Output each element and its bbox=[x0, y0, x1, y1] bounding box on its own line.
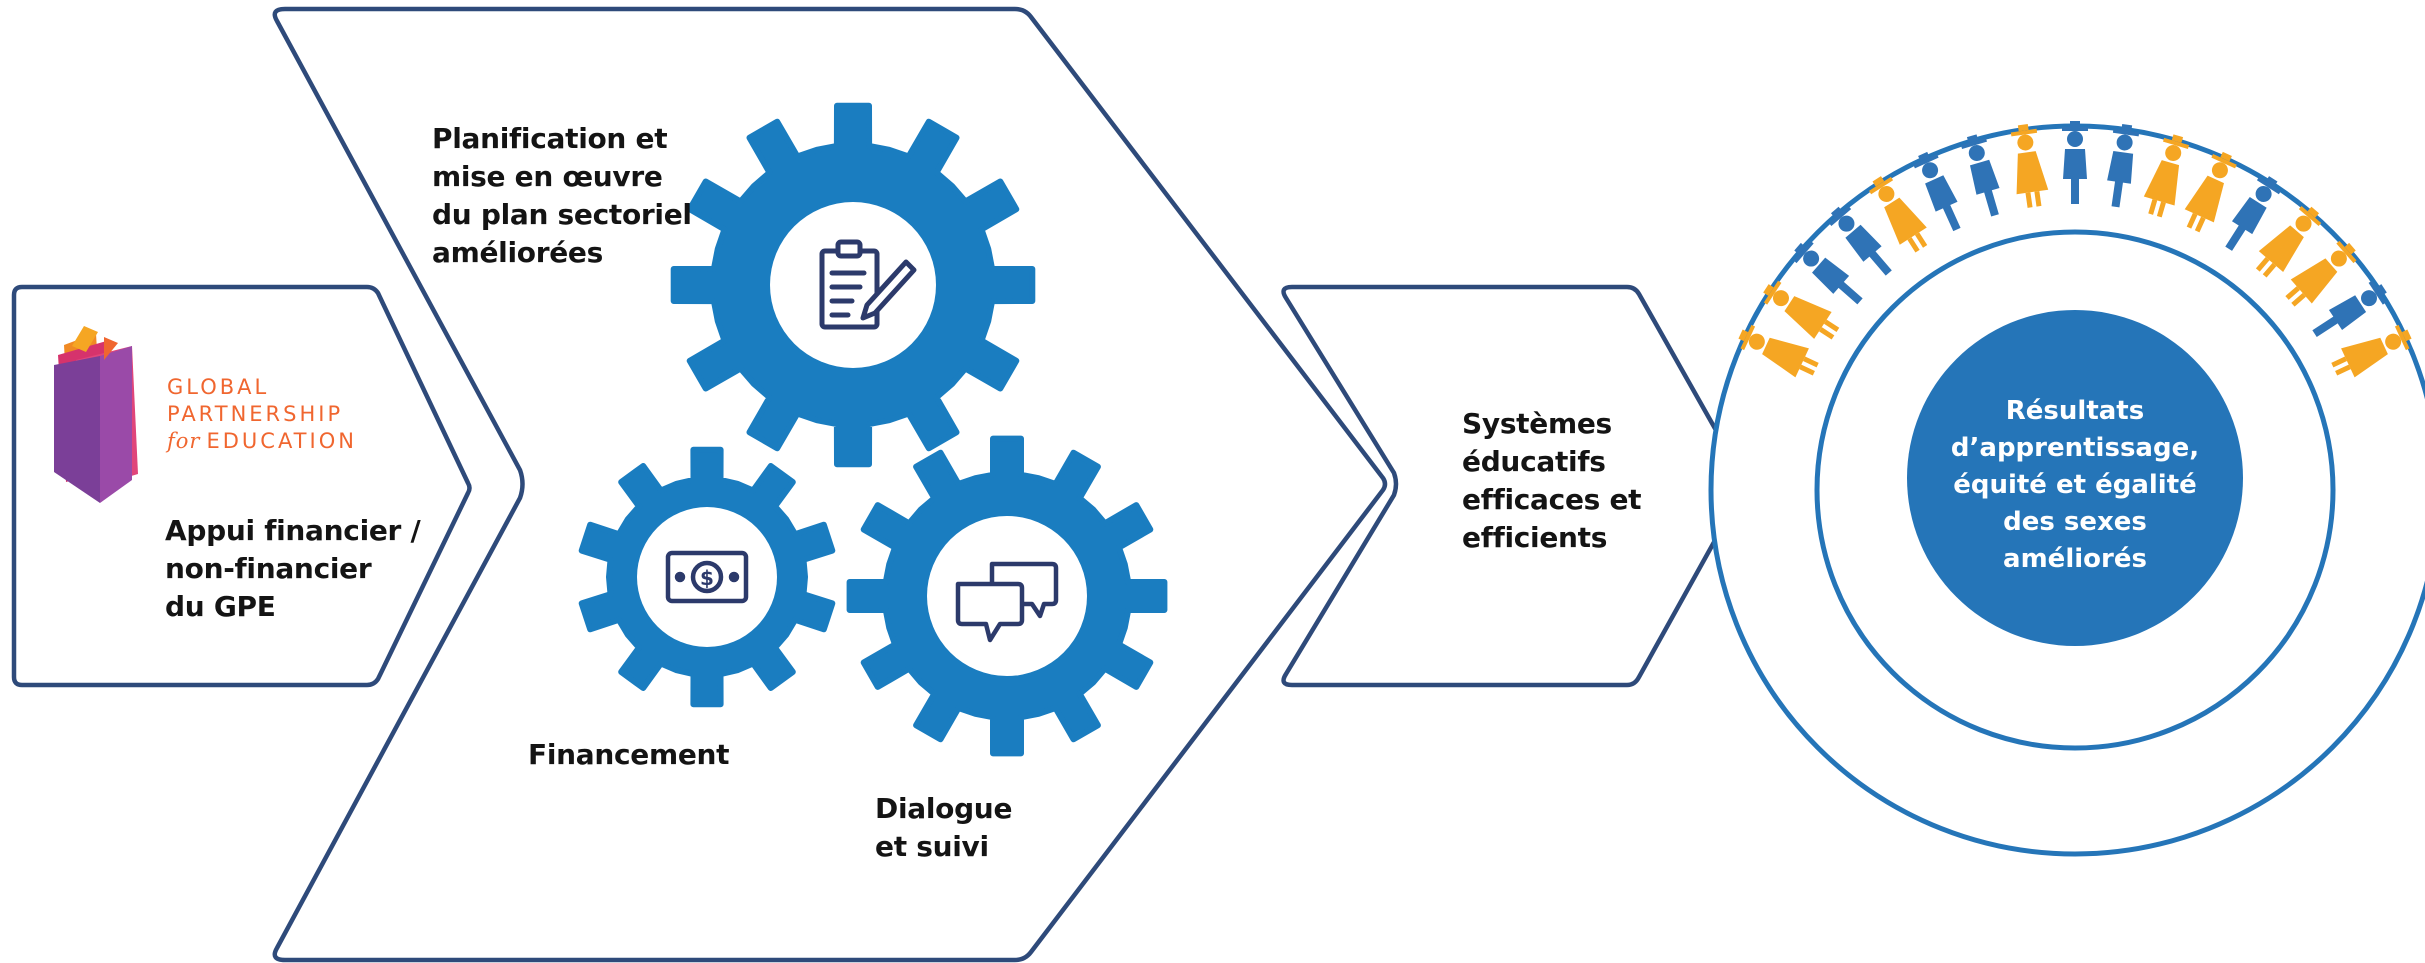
graduate-student-icon bbox=[1960, 134, 2000, 217]
speech-bubbles-icon bbox=[955, 561, 1059, 643]
gear-financing bbox=[578, 446, 836, 708]
gear-hub bbox=[637, 507, 777, 647]
planning-label: Planification et mise en œuvre du plan s… bbox=[432, 122, 692, 269]
logo-text-partnership: PARTNERSHIP bbox=[167, 402, 344, 426]
impact-label: Résultats d’apprentissage, équité et éga… bbox=[1950, 396, 2200, 574]
graduate-student-icon bbox=[2143, 134, 2190, 218]
graduate-student-icon bbox=[2331, 324, 2412, 378]
graduate-student-icon bbox=[1913, 151, 1961, 232]
logo-text-education: EDUCATION bbox=[206, 429, 357, 453]
graduate-student-icon bbox=[2255, 206, 2322, 278]
graduate-student-icon bbox=[2285, 240, 2357, 307]
logo-text-global: GLOBAL bbox=[167, 375, 270, 399]
graduate-student-icon bbox=[2225, 176, 2282, 251]
graduate-student-icon bbox=[2062, 121, 2088, 204]
banknote-icon: $ bbox=[665, 550, 749, 604]
impact-center-disc bbox=[1907, 310, 2243, 646]
financing-label: Financement bbox=[528, 738, 730, 771]
outcome-chevron bbox=[1281, 284, 1747, 688]
gpe-logo-icon bbox=[54, 326, 138, 503]
graduate-student-icon bbox=[1763, 280, 1840, 340]
svg-text:$: $ bbox=[700, 566, 714, 590]
graduate-student-icon bbox=[2184, 151, 2237, 233]
graduate-student-icon bbox=[2312, 280, 2387, 338]
graduate-student-icon bbox=[1793, 240, 1863, 305]
graduate-student-icon bbox=[1738, 324, 1819, 378]
graduate-student-icon bbox=[1868, 176, 1928, 253]
graduate-student-icon bbox=[2107, 123, 2140, 208]
graduate-student-icon bbox=[1828, 206, 1892, 276]
outcome-label: Systèmes éducatifs efficaces et efficien… bbox=[1462, 407, 1642, 554]
graduate-student-icon bbox=[2010, 123, 2049, 208]
students-arc bbox=[1738, 121, 2412, 378]
process-chevron bbox=[272, 6, 1388, 963]
input-label: Appui financier / non-financier du GPE bbox=[165, 514, 421, 623]
dialogue-label: Dialogue et suivi bbox=[875, 792, 1013, 863]
logo-text-for: for bbox=[167, 429, 201, 453]
clipboard-pencil-icon bbox=[819, 239, 917, 330]
